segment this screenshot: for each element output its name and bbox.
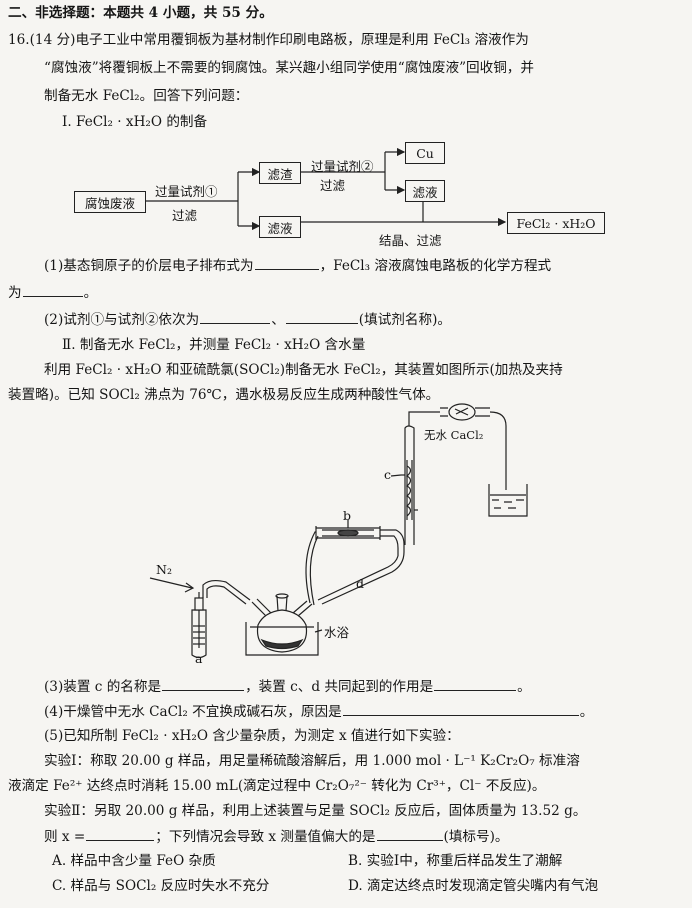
flow-label-reagent1: 过量试剂① (155, 184, 218, 199)
answer-blank-2a[interactable] (200, 310, 271, 324)
answer-blank-1b[interactable] (22, 283, 83, 297)
answer-blank-x[interactable] (86, 827, 155, 841)
label-d: d (356, 576, 365, 591)
question-4-text-a: (4)干燥管中无水 CaCl₂ 不宜换成碱石灰，原因是 (44, 704, 342, 720)
answer-blank-3a[interactable] (162, 677, 245, 691)
answer-blank-3b[interactable] (434, 677, 517, 691)
option-c: C. 样品与 SOCl₂ 反应时失水不充分 (52, 878, 270, 894)
question-x-text-a: 则 x = (44, 829, 86, 845)
experiment-1-line2: 液滴定 Fe²⁺ 达终点时消耗 15.00 mL(滴定过程中 Cr₂O₇²⁻ 转… (8, 778, 546, 794)
question-x-text-b: ；下列情况会导致 x 测量值偏大的是 (155, 829, 376, 845)
label-n2: N₂ (156, 562, 172, 577)
question-1: (1)基态铜原子的价层电子排布式为 ，FeCl₃ 溶液腐蚀电路板的化学方程式 (44, 256, 551, 275)
answer-blank-1a[interactable] (254, 256, 319, 270)
part1-title: Ⅰ. FeCl₂ · xH₂O 的制备 (62, 114, 208, 130)
question-4: (4)干燥管中无水 CaCl₂ 不宜换成碱石灰，原因是 。 (44, 702, 593, 721)
flow-box-filtrate: 滤液 (259, 216, 301, 238)
question-1-continued: 为。 (8, 283, 97, 302)
question-16-intro-line1: 16.(14 分)电子工业中常用覆铜板为基材制作印刷电路板，原理是利用 FeCl… (8, 32, 529, 48)
label-b: b (343, 508, 352, 523)
flow-label-crystallize: 结晶、过滤 (379, 233, 442, 248)
flow-box-waste-liquid: 腐蚀废液 (74, 191, 146, 213)
flow-label-filter2: 过滤 (320, 178, 346, 193)
flow-box-copper: Cu (405, 142, 445, 164)
question-3-text-c: 。 (517, 679, 531, 695)
flow-box-product: FeCl₂ · xH₂O (507, 212, 605, 234)
question-3-text-a: (3)装置 c 的名称是 (44, 679, 162, 695)
question-1-text-c: 为 (8, 285, 22, 301)
question-2-text-a: (2)试剂①与试剂②依次为 (44, 312, 200, 328)
answer-blank-options[interactable] (376, 827, 443, 841)
experiment-1-line1: 实验Ⅰ：称取 20.00 g 样品，用足量稀硫酸溶解后，用 1.000 mol … (44, 753, 580, 769)
question-16-intro-line2: “腐蚀液”将覆铜板上不需要的铜腐蚀。某兴趣小组同学使用“腐蚀废液”回收铜，并 (44, 60, 534, 76)
question-x-text-c: (填标号)。 (443, 829, 509, 845)
option-d: D. 滴定达终点时发现滴定管尖嘴内有气泡 (348, 878, 599, 894)
label-a: a (195, 651, 203, 666)
part2-description-line1: 利用 FeCl₂ · xH₂O 和亚硫酰氯(SOCl₂)制备无水 FeCl₂，其… (44, 362, 563, 378)
label-c: c (384, 467, 392, 482)
label-anhydrous-cacl2: 无水 CaCl₂ (424, 428, 484, 442)
flow-box-residue: 滤渣 (259, 162, 301, 184)
part2-description-line2: 装置略)。已知 SOCl₂ 沸点为 76℃，遇水极易反应生成两种酸性气体。 (8, 387, 440, 403)
question-1-text-a: (1)基态铜原子的价层电子排布式为 (44, 258, 254, 274)
question-2: (2)试剂①与试剂②依次为 、 (填试剂名称)。 (44, 310, 451, 329)
section-header: 二、非选择题：本题共 4 小题，共 55 分。 (8, 5, 273, 21)
part2-title: Ⅱ. 制备无水 FeCl₂，并测量 FeCl₂ · xH₂O 含水量 (62, 337, 366, 353)
option-b: B. 实验Ⅰ中，称重后样品发生了潮解 (348, 853, 563, 869)
option-a: A. 样品中含少量 FeO 杂质 (52, 853, 216, 869)
question-1-text-d: 。 (83, 285, 98, 301)
flow-label-filter1: 过滤 (172, 208, 198, 223)
question-4-text-b: 。 (579, 704, 594, 720)
question-x: 则 x = ；下列情况会导致 x 测量值偏大的是 (填标号)。 (44, 827, 509, 846)
question-5: (5)已知所制 FeCl₂ · xH₂O 含少量杂质，为测定 x 值进行如下实验… (44, 728, 460, 744)
answer-blank-4[interactable] (342, 702, 579, 716)
question-1-text-b: ，FeCl₃ 溶液腐蚀电路板的化学方程式 (319, 258, 552, 274)
label-water-bath: 水浴 (324, 625, 350, 640)
question-3-text-b: ，装置 c、d 共同起到的作用是 (245, 679, 434, 695)
question-2-text-b: 、 (271, 312, 285, 328)
answer-blank-2b[interactable] (285, 310, 358, 324)
question-16-intro-line3: 制备无水 FeCl₂。回答下列问题： (44, 88, 249, 104)
experiment-2: 实验Ⅱ：另取 20.00 g 样品，利用上述装置与足量 SOCl₂ 反应后，固体… (44, 803, 587, 819)
flow-label-reagent2: 过量试剂② (311, 159, 374, 174)
question-2-text-c: (填试剂名称)。 (358, 312, 451, 328)
flow-box-filtrate2: 滤液 (405, 180, 445, 202)
question-3: (3)装置 c 的名称是 ，装置 c、d 共同起到的作用是 。 (44, 677, 531, 696)
